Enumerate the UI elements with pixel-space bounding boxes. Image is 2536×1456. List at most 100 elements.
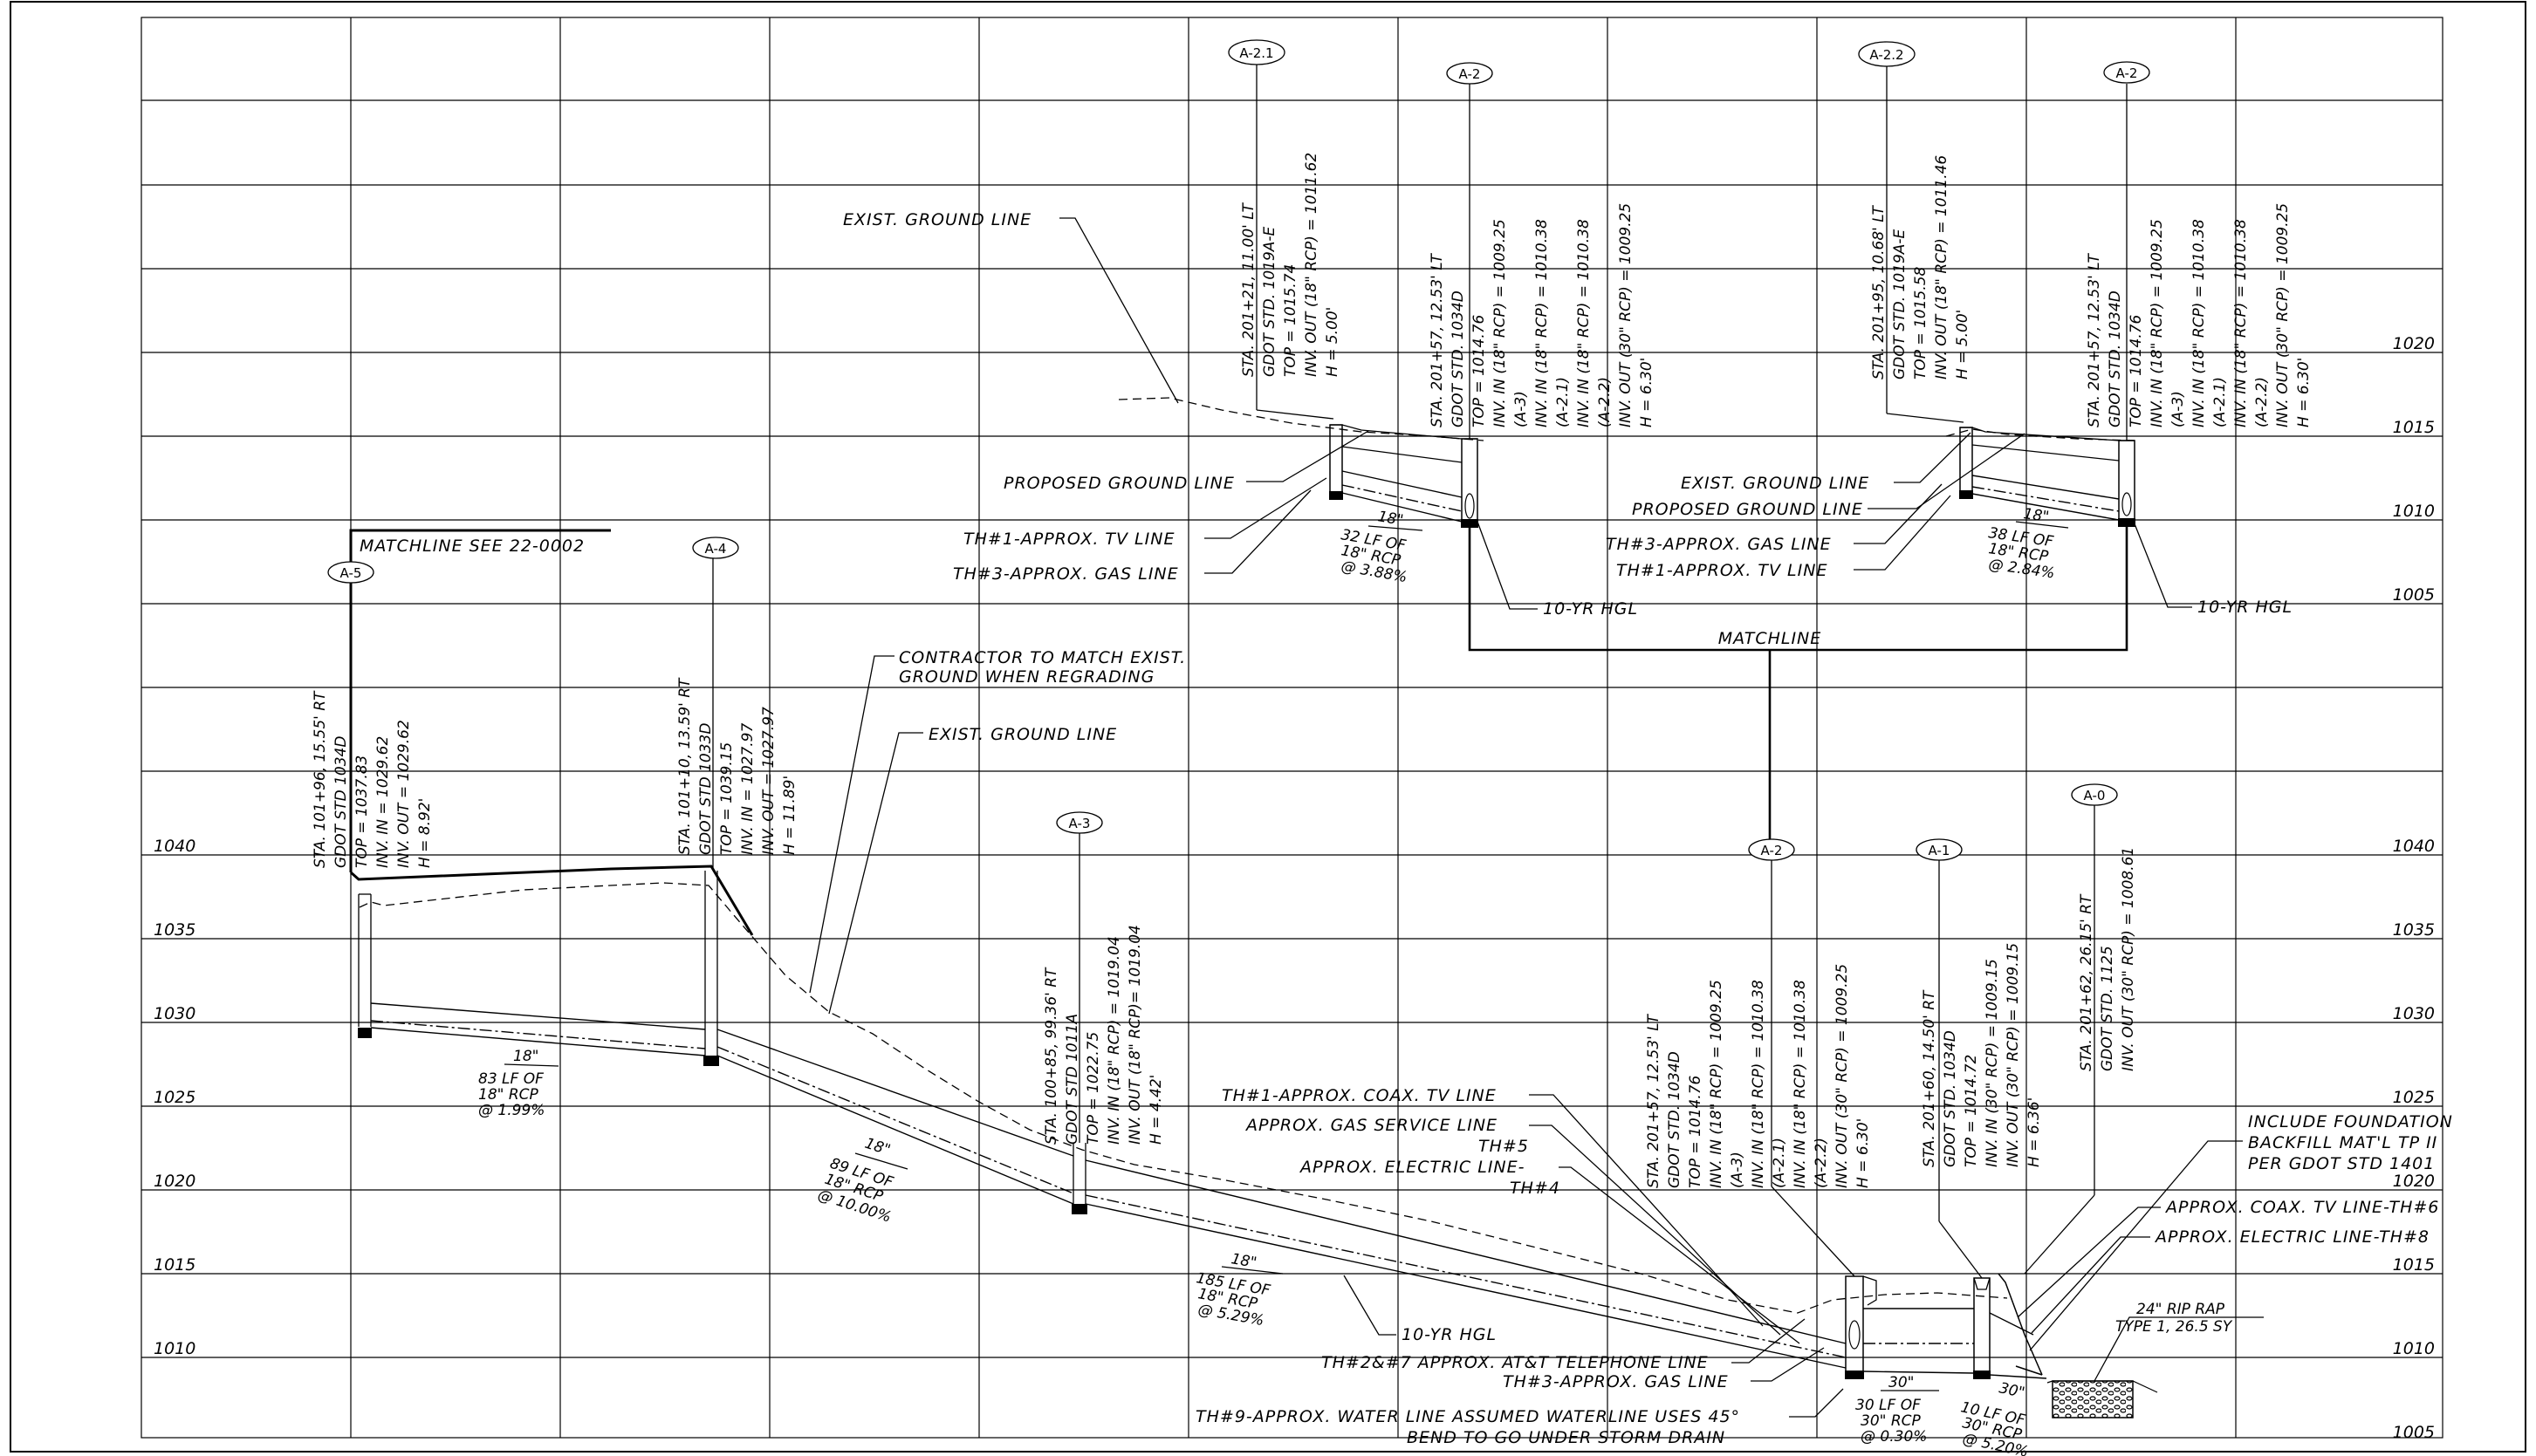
svg-text:A-2: A-2 [2116,65,2138,81]
profile-grid [141,17,2443,1439]
svg-text:H = 4.42': H = 4.42' [1148,1075,1165,1145]
svg-text:STA. 100+85, 99.36' RT: STA. 100+85, 99.36' RT [1043,967,1060,1145]
elevation-label: 1010 [154,1339,195,1358]
svg-text:GROUND WHEN REGRADING: GROUND WHEN REGRADING [899,667,1155,687]
structure-a3 [1072,1143,1087,1214]
svg-text:(A-2.1): (A-2.1) [1554,377,1572,427]
svg-text:INV. IN (18" RCP) = 1010.38: INV. IN (18" RCP) = 1010.38 [1750,980,1767,1188]
svg-text:TOP = 1037.83: TOP = 1037.83 [353,755,371,868]
elevation-label: 1025 [2393,1088,2435,1107]
note-hgl-a: 10-YR HGL [1477,521,1637,619]
tag-a0: A-0 [2024,783,2118,1275]
callout-a5: STA. 101+96, 15.55' RT GDOT STD 1034D TO… [312,690,434,868]
svg-text:A-2.2: A-2.2 [1869,47,1903,63]
svg-text:INV. IN (18" RCP) = 1010.38: INV. IN (18" RCP) = 1010.38 [1792,980,1809,1188]
svg-text:INV. OUT (18" RCP) = 1011.46: INV. OUT (18" RCP) = 1011.46 [1933,155,1950,379]
svg-text:INV. OUT = 1029.62: INV. OUT = 1029.62 [395,720,413,868]
elevation-label: 1030 [2393,1004,2435,1023]
callout-a0: STA. 201+62, 26.15' RT GDOT STD. 1125 IN… [2078,847,2137,1071]
svg-text:INV. OUT (30" RCP) = 1009.25: INV. OUT (30" RCP) = 1009.25 [1833,964,1851,1188]
svg-text:GDOT STD. 1125: GDOT STD. 1125 [2099,946,2116,1071]
matchline-left: MATCHLINE SEE 22-0002 [349,529,611,872]
svg-text:INV. IN (18" RCP) = 1019.04: INV. IN (18" RCP) = 1019.04 [1106,936,1123,1145]
tag-a2-top2: A-2 [2103,61,2150,441]
callout-a2-2: STA. 201+95, 10.68' LT GDOT STD. 1019A-E… [1870,155,1971,379]
svg-text:APPROX. COAX. TV LINE-TH#6: APPROX. COAX. TV LINE-TH#6 [2164,1198,2439,1217]
svg-text:EXIST. GROUND LINE: EXIST. GROUND LINE [1681,474,1869,493]
svg-text:INV. IN = 1029.62: INV. IN = 1029.62 [374,736,392,868]
pipe-label-6: 30" 30 LF OF 30" RCP @ 0.30% [1855,1374,1939,1446]
svg-text:TH#2&#7 APPROX. AT&T TELEPHONE: TH#2&#7 APPROX. AT&T TELEPHONE LINE [1321,1353,1709,1372]
svg-text:INV. IN (30" RCP) = 1009.15: INV. IN (30" RCP) = 1009.15 [1984,959,2001,1167]
svg-text:A-2: A-2 [1459,66,1481,82]
svg-text:TH#9-APPROX. WATER LINE ASSUME: TH#9-APPROX. WATER LINE ASSUMED WATERLIN… [1196,1407,1740,1426]
note-exist-ground: EXIST. GROUND LINE [828,725,1116,1015]
elevation-labels-right: 1020 1015 1010 1005 1040 1035 1030 1025 … [2393,334,2435,1442]
svg-text:INV. OUT (30" RCP) = 1009.15: INV. OUT (30" RCP) = 1009.15 [2005,943,2022,1167]
elevation-label: 1020 [2393,334,2435,353]
structure-a4 [703,871,719,1066]
svg-text:STA. 201+57, 12.53' LT: STA. 201+57, 12.53' LT [1645,1013,1662,1188]
matchline-label: MATCHLINE SEE 22-0002 [360,537,585,556]
svg-text:TH#1-APPROX. TV LINE: TH#1-APPROX. TV LINE [963,530,1175,549]
structure-a5 [358,893,372,1038]
elevation-label: 1015 [2393,1255,2435,1275]
svg-text:@ 0.30%: @ 0.30% [1861,1428,1927,1446]
svg-text:INV. IN (18" RCP) = 1009.25: INV. IN (18" RCP) = 1009.25 [1491,219,1509,427]
elevation-label: 1005 [2393,585,2435,605]
callout-a2-top2: STA. 201+57, 12.53' LT GDOT STD. 1034D T… [2086,203,2313,427]
note-electric-th8: APPROX. ELECTRIC LINE-TH#8 [2031,1227,2429,1334]
note-hgl-b: 10-YR HGL [2133,521,2293,617]
svg-text:INV. IN (18" RCP) = 1010.38: INV. IN (18" RCP) = 1010.38 [1575,219,1593,427]
svg-text:EXIST. GROUND LINE: EXIST. GROUND LINE [843,210,1032,229]
svg-text:GDOT STD. 1019A-E: GDOT STD. 1019A-E [1891,229,1909,379]
elevation-label: 1015 [2393,418,2435,437]
svg-text:H = 6.30': H = 6.30' [2295,358,2313,427]
pipe-label-5: 18" 38 LF OF 18" RCP @ 2.84% [1987,505,2069,583]
svg-text:TOP = 1022.75: TOP = 1022.75 [1085,1032,1102,1145]
svg-text:INV. OUT = 1027.97: INV. OUT = 1027.97 [760,707,778,855]
pipe-run-upper-right [1971,444,2120,521]
structure-a1 [1973,1277,1991,1379]
svg-text:INV. IN = 1027.97: INV. IN = 1027.97 [739,723,757,855]
svg-text:(A-2.2): (A-2.2) [1596,377,1614,427]
svg-text:A-0: A-0 [2084,788,2106,803]
elevation-label: 1030 [154,1004,195,1023]
note-contractor: CONTRACTOR TO MATCH EXIST. GROUND WHEN R… [809,648,1185,994]
pipe-label-1: 18" 83 LF OF 18" RCP @ 1.99% [478,1048,559,1119]
proposed-ground-line [350,865,754,936]
elevation-label: 1025 [154,1088,195,1107]
svg-text:INV. OUT (30" RCP) = 1008.61: INV. OUT (30" RCP) = 1008.61 [2120,847,2137,1071]
elevation-label: 1035 [154,920,195,940]
svg-text:30 LF OF: 30 LF OF [1855,1397,1921,1414]
svg-text:GDOT STD. 1019A-E: GDOT STD. 1019A-E [1261,226,1278,377]
structure-a2-top2 [2118,440,2135,527]
structure-a2-lower [1845,1275,1877,1379]
svg-text:INV. IN (18" RCP) = 1010.38: INV. IN (18" RCP) = 1010.38 [2232,219,2250,427]
svg-text:STA. 201+95, 10.68' LT: STA. 201+95, 10.68' LT [1870,204,1888,379]
svg-text:(A-3): (A-3) [1729,1152,1746,1188]
pipe-run-lower-left [370,1002,1847,1369]
note-gas-service: APPROX. GAS SERVICE LINE TH#5 [1244,1116,1781,1336]
sheet-border [10,1,2526,1453]
note-proposed-ground: PROPOSED GROUND LINE [1004,430,1369,493]
note-proposed-ground-r: PROPOSED GROUND LINE [1632,433,2025,519]
svg-text:A-3: A-3 [1069,816,1091,831]
svg-text:A-2.1: A-2.1 [1239,45,1273,61]
matchline-connector: MATCHLINE [1468,527,2128,839]
callout-a3: STA. 100+85, 99.36' RT GDOT STD 1011A TO… [1043,925,1165,1145]
tag-a2-2: A-2.2 [1858,41,1964,423]
svg-text:18": 18" [2022,505,2050,526]
existing-ground-line [359,882,2008,1314]
svg-text:30": 30" [1888,1374,1914,1391]
svg-text:10-YR HGL: 10-YR HGL [2197,598,2293,617]
structure-a2-top1 [1461,438,1478,528]
svg-text:H = 6.30': H = 6.30' [1854,1118,1872,1188]
svg-text:(A-3): (A-3) [2169,391,2187,427]
svg-text:GDOT STD 1033D: GDOT STD 1033D [697,723,715,855]
svg-text:TH#1-APPROX. COAX. TV LINE: TH#1-APPROX. COAX. TV LINE [1222,1086,1497,1105]
note-th1-tv-r: TH#1-APPROX. TV LINE [1616,495,1951,580]
svg-text:TH#4: TH#4 [1510,1179,1560,1198]
svg-text:BACKFILL MAT'L TP II: BACKFILL MAT'L TP II [2248,1133,2437,1152]
svg-text:(A-2.1): (A-2.1) [1771,1138,1788,1188]
